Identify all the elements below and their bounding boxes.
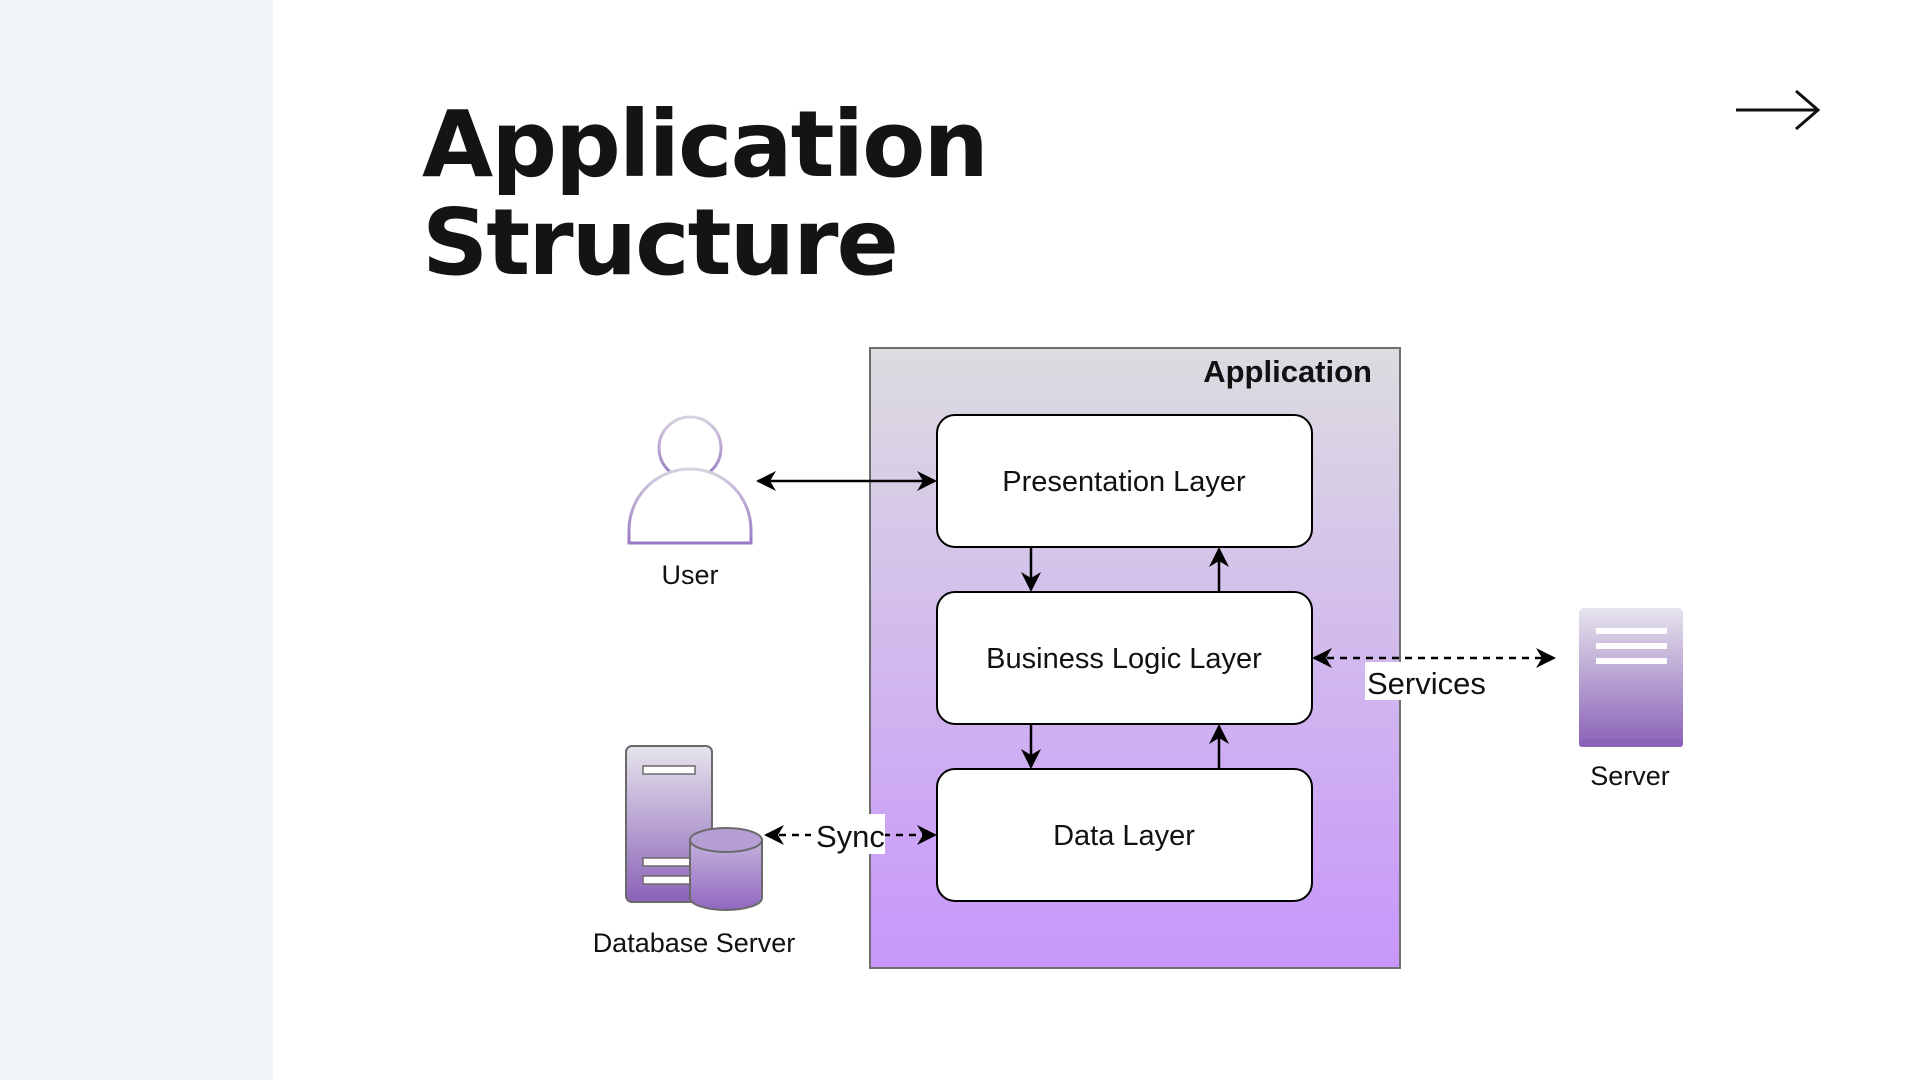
services-label: Services [1367, 666, 1486, 701]
server-icon [1579, 608, 1683, 747]
business-logic-layer-label: Business Logic Layer [986, 643, 1262, 675]
user-icon [627, 415, 753, 545]
title-line-2: Structure [422, 189, 899, 296]
data-layer-label: Data Layer [1053, 820, 1195, 852]
database-server-label: Database Server [593, 928, 796, 958]
arrow-right-icon[interactable] [1734, 88, 1822, 132]
presentation-layer-box [936, 414, 1313, 548]
application-label: Application [1203, 354, 1372, 389]
data-layer-box [936, 768, 1313, 902]
database-server-icon [625, 745, 763, 911]
title-line-1: Application [422, 91, 989, 198]
presentation-layer-label: Presentation Layer [1002, 466, 1246, 498]
user-label: User [661, 560, 718, 590]
services-label-bg [1365, 662, 1485, 700]
sync-label: Sync [816, 819, 885, 854]
sidebar-panel [0, 0, 273, 1080]
sync-label-bg [811, 814, 885, 854]
page-title: Application Structure [422, 91, 989, 296]
server-label: Server [1590, 761, 1670, 791]
